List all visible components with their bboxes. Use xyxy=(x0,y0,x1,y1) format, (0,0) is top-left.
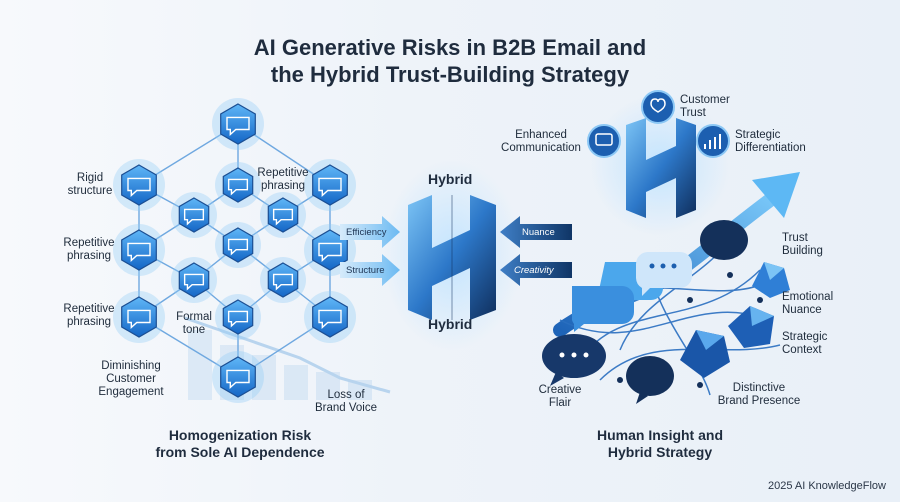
right-caption: Human Insight and Hybrid Strategy xyxy=(560,427,760,461)
label-line: Strategic xyxy=(735,129,781,141)
chat-icon xyxy=(587,124,621,158)
label-line: Communication xyxy=(501,142,581,154)
speech-bubble-icon xyxy=(260,257,306,303)
caption-line: from Sole AI Dependence xyxy=(155,444,325,460)
label-line: Repetitive xyxy=(257,167,309,179)
footer-credit: 2025 AI KnowledgeFlow xyxy=(767,480,886,492)
caption-line: Homogenization Risk xyxy=(168,427,312,443)
label-line: Building xyxy=(782,245,823,257)
label-formal-tone: Formal tone xyxy=(168,311,220,337)
label-line: tone xyxy=(182,324,206,336)
label-distinctive-brand-presence: Distinctive Brand Presence xyxy=(712,382,806,408)
page-title: AI Generative Risks in B2B Email and the… xyxy=(0,34,900,88)
label-line: structure xyxy=(67,185,113,197)
label-strategic-differentiation: Strategic Differentiation xyxy=(735,129,806,155)
title-line-2: the Hybrid Trust-Building Strategy xyxy=(270,62,630,87)
arrow-label-nuance: Nuance xyxy=(522,227,555,238)
caption-line: Human Insight and xyxy=(597,427,723,443)
title-line-1: AI Generative Risks in B2B Email and xyxy=(253,35,647,60)
speech-bubble-icon xyxy=(260,192,306,238)
label-line: Creative xyxy=(538,384,582,396)
speech-bubble-icon xyxy=(113,224,165,276)
label-line: Brand Voice xyxy=(314,402,377,414)
label-line: Differentiation xyxy=(735,142,806,154)
label-enhanced-communication: Enhanced Communication xyxy=(496,129,586,155)
label-line: Formal xyxy=(176,311,212,323)
label-line: Emotional xyxy=(782,291,834,303)
speech-bubble-icon xyxy=(113,159,165,211)
label-line: Loss of xyxy=(327,389,365,401)
speech-bubble-icon xyxy=(212,98,264,150)
label-line: Context xyxy=(782,344,822,356)
hybrid-label-top: Hybrid xyxy=(428,171,473,187)
label-line: Flair xyxy=(548,397,572,409)
speech-bubble-icon xyxy=(171,257,217,303)
speech-bubble-icon xyxy=(215,162,261,208)
label-strategic-context: Strategic Context xyxy=(782,331,827,357)
label-loss-of-brand-voice: Loss of Brand Voice xyxy=(308,389,384,415)
speech-bubble-icon xyxy=(215,222,261,268)
arrow-label-structure: Structure xyxy=(346,265,385,276)
label-repetitive-phrasing-top: Repetitive phrasing xyxy=(250,167,316,193)
label-trust-building: Trust Building xyxy=(782,232,823,258)
label-diminishing-engagement: Diminishing Customer Engagement xyxy=(90,360,172,399)
growth-chart-icon xyxy=(696,124,730,158)
label-emotional-nuance: Emotional Nuance xyxy=(782,291,833,317)
label-line: Diminishing xyxy=(101,360,161,372)
speech-bubble-icon xyxy=(212,351,264,403)
label-rigid-structure: Rigid structure xyxy=(60,172,120,198)
label-line: Brand Presence xyxy=(717,395,801,407)
hybrid-label-bottom: Hybrid xyxy=(428,316,473,332)
label-line: Strategic xyxy=(782,331,828,343)
speech-bubble-icon xyxy=(215,294,261,340)
speech-bubble-icon xyxy=(304,159,356,211)
label-line: phrasing xyxy=(260,180,306,192)
caption-line: Hybrid Strategy xyxy=(607,444,713,460)
label-line: phrasing xyxy=(66,316,112,328)
label-line: phrasing xyxy=(66,250,112,262)
arrow-label-creativity: Creativity xyxy=(514,265,554,276)
left-caption: Homogenization Risk from Sole AI Depende… xyxy=(130,427,350,461)
label-repetitive-phrasing-mid: Repetitive phrasing xyxy=(56,237,122,263)
label-line: Enhanced xyxy=(515,129,567,141)
label-line: Customer xyxy=(106,373,156,385)
heart-hand-icon xyxy=(641,90,675,124)
label-line: Trust xyxy=(680,107,706,119)
arrow-label-efficiency: Efficiency xyxy=(346,227,387,238)
speech-bubble-icon xyxy=(113,291,165,343)
label-line: Repetitive xyxy=(63,303,115,315)
label-line: Rigid xyxy=(76,172,104,184)
label-line: Customer xyxy=(680,94,730,106)
label-line: Distinctive xyxy=(732,382,786,394)
label-creative-flair: Creative Flair xyxy=(532,384,588,410)
label-line: Engagement xyxy=(98,386,164,398)
speech-bubble-icon xyxy=(171,192,217,238)
label-repetitive-phrasing-low: Repetitive phrasing xyxy=(56,303,122,329)
label-line: Nuance xyxy=(782,304,822,316)
label-line: Trust xyxy=(782,232,808,244)
label-customer-trust: Customer Trust xyxy=(680,94,730,120)
label-line: Repetitive xyxy=(63,237,115,249)
speech-bubble-icon xyxy=(304,291,356,343)
